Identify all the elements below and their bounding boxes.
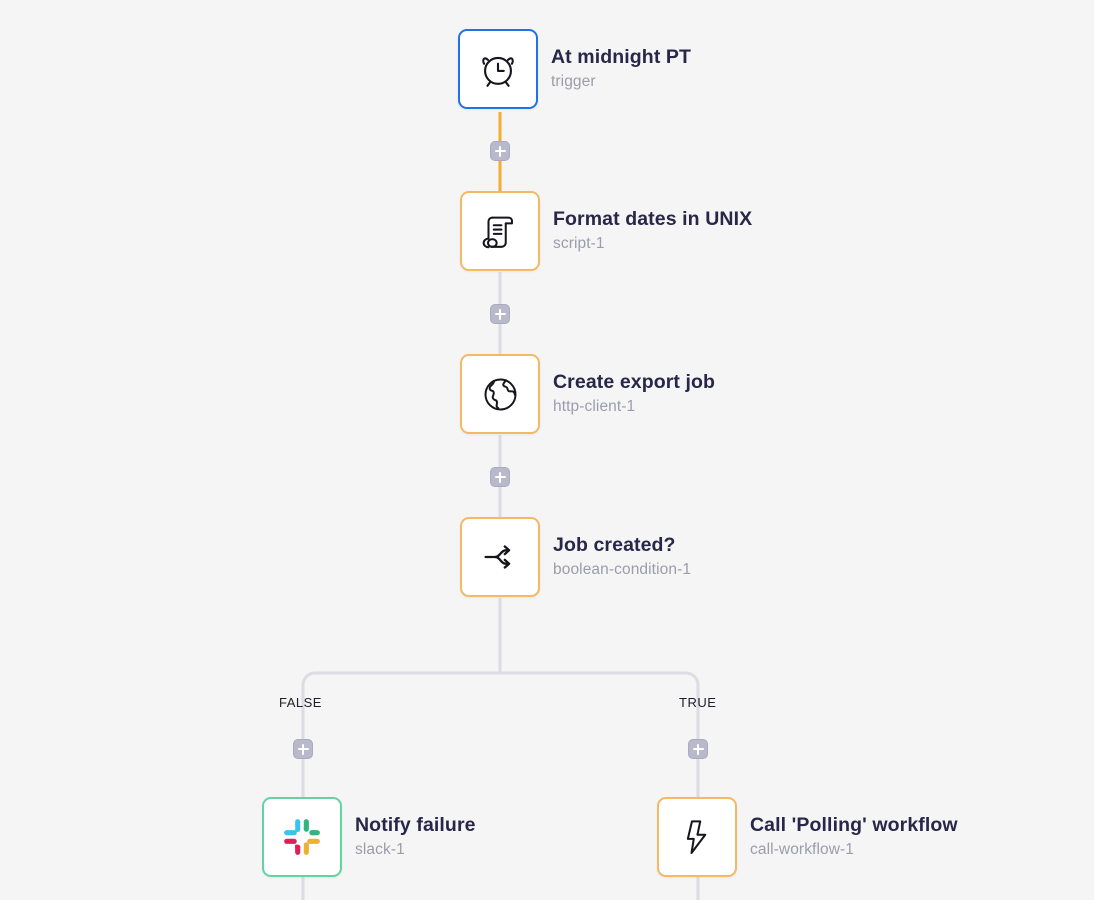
branch-label-false: FALSE [279, 695, 322, 710]
add-step-button-true-branch[interactable] [688, 739, 708, 759]
node-call-workflow[interactable]: Call 'Polling' workflow call-workflow-1 [657, 797, 958, 877]
branch-fork-icon [484, 545, 511, 569]
slack-icon [284, 819, 320, 855]
add-step-button-after-http-client[interactable] [490, 467, 510, 487]
node-script[interactable]: Format dates in UNIX script-1 [460, 191, 752, 271]
node-call-workflow-icon-box[interactable] [657, 797, 737, 877]
node-script-text: Format dates in UNIX script-1 [553, 208, 752, 254]
node-trigger[interactable]: At midnight PT trigger [458, 29, 691, 109]
node-call-workflow-subtitle: call-workflow-1 [750, 840, 854, 858]
node-http-client-subtitle: http-client-1 [553, 397, 636, 415]
node-trigger-subtitle: trigger [551, 72, 596, 90]
node-call-workflow-text: Call 'Polling' workflow call-workflow-1 [750, 814, 958, 860]
branch-label-true: TRUE [679, 695, 717, 710]
node-boolean-condition-icon-box[interactable] [460, 517, 540, 597]
node-slack-text: Notify failure slack-1 [355, 814, 476, 860]
node-http-client[interactable]: Create export job http-client-1 [460, 354, 715, 434]
node-http-client-icon-box[interactable] [460, 354, 540, 434]
scroll-script-icon [482, 216, 513, 249]
add-step-button-after-trigger[interactable] [490, 141, 510, 161]
node-script-icon-box[interactable] [460, 191, 540, 271]
add-step-button-false-branch[interactable] [293, 739, 313, 759]
node-boolean-condition-title: Job created? [553, 534, 676, 557]
node-slack-icon-box[interactable] [262, 797, 342, 877]
node-trigger-icon-box[interactable] [458, 29, 538, 109]
node-boolean-condition-text: Job created? boolean-condition-1 [553, 534, 691, 580]
node-http-client-text: Create export job http-client-1 [553, 371, 715, 417]
node-trigger-title: At midnight PT [551, 46, 692, 69]
alarm-clock-icon [482, 56, 514, 87]
globe-icon [484, 378, 516, 410]
add-step-button-after-script[interactable] [490, 304, 510, 324]
node-slack-title: Notify failure [355, 814, 476, 837]
node-script-subtitle: script-1 [553, 234, 605, 252]
node-boolean-condition[interactable]: Job created? boolean-condition-1 [460, 517, 691, 597]
node-boolean-condition-subtitle: boolean-condition-1 [553, 560, 692, 578]
node-trigger-text: At midnight PT trigger [551, 46, 691, 92]
lightning-bolt-icon [686, 820, 707, 855]
node-slack-subtitle: slack-1 [355, 840, 405, 858]
node-call-workflow-title: Call 'Polling' workflow [750, 814, 958, 837]
node-slack[interactable]: Notify failure slack-1 [262, 797, 476, 877]
node-script-title: Format dates in UNIX [553, 208, 753, 231]
node-http-client-title: Create export job [553, 371, 716, 394]
